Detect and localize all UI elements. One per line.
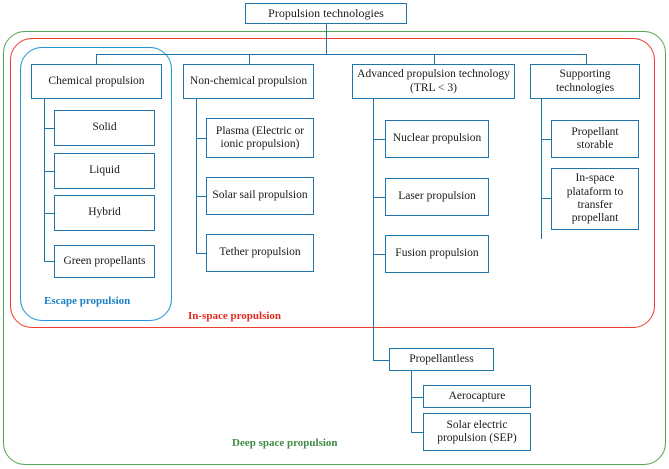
node-advanced-propulsion-technology[interactable]: Advanced propulsion technology (TRL < 3) [352,64,515,99]
node-liquid[interactable]: Liquid [54,153,155,189]
node-non-chemical-propulsion[interactable]: Non-chemical propulsion [183,64,314,99]
connector-root-stem [326,24,327,54]
connector-advanced-to-laser [373,197,385,198]
node-supporting-technologies[interactable]: Supporting technologies [530,64,640,99]
connector-supporting-to-in-space-platform [541,198,551,199]
connector-supporting-spine [541,99,542,239]
connector-propellantless-spine [411,371,412,432]
group-caption-in-space-propulsion: In-space propulsion [188,310,282,322]
connector-chemical-to-liquid [44,171,54,172]
connector-non-chemical-to-plasma [196,138,206,139]
connector-advanced-to-propellantless [373,360,389,361]
node-hybrid[interactable]: Hybrid [54,195,155,231]
connector-main-bus [96,54,586,55]
connector-non-chemical-to-solar-sail [196,196,206,197]
node-fusion-propulsion[interactable]: Fusion propulsion [385,235,489,273]
group-caption-escape-propulsion: Escape propulsion [44,295,131,307]
connector-propellantless-to-sep [411,432,423,433]
group-caption-deep-space-propulsion: Deep space propulsion [232,437,338,449]
connector-supporting-to-propellant-storable [541,139,551,140]
node-propulsion-technologies[interactable]: Propulsion technologies [245,3,407,24]
connector-chemical-to-green-propellants [44,261,54,262]
node-solar-electric-propulsion-sep[interactable]: Solar electric propulsion (SEP) [423,413,531,451]
node-aerocapture[interactable]: Aerocapture [423,385,531,408]
node-green-propellants[interactable]: Green propellants [54,245,155,278]
connector-non-chemical-to-tether [196,253,206,254]
connector-bus-to-chemical [96,54,97,65]
connector-non-chemical-spine [196,99,197,254]
connector-advanced-to-nuclear [373,139,385,140]
node-solar-sail-propulsion[interactable]: Solar sail propulsion [206,177,314,215]
node-laser-propulsion[interactable]: Laser propulsion [385,178,489,216]
node-chemical-propulsion[interactable]: Chemical propulsion [31,64,162,99]
node-solid[interactable]: Solid [54,110,155,146]
connector-chemical-to-hybrid [44,213,54,214]
node-tether-propulsion[interactable]: Tether propulsion [206,234,314,272]
connector-chemical-to-solid [44,128,54,129]
connector-propellantless-to-aerocapture [411,397,423,398]
connector-bus-to-supporting [586,54,587,65]
node-propellantless[interactable]: Propellantless [389,348,494,371]
node-propellant-storable[interactable]: Propellant storable [551,120,639,158]
node-plasma-propulsion[interactable]: Plasma (Electric or ionic propulsion) [206,118,314,158]
node-nuclear-propulsion[interactable]: Nuclear propulsion [385,120,489,158]
connector-advanced-spine [373,99,374,361]
connector-advanced-to-fusion [373,254,385,255]
node-in-space-platform-to-transfer-propellant[interactable]: In-space plataform to transfer propellan… [551,168,639,230]
connector-bus-to-advanced [434,54,435,65]
connector-bus-to-non-chemical [249,54,250,65]
connector-chemical-spine [44,99,45,262]
